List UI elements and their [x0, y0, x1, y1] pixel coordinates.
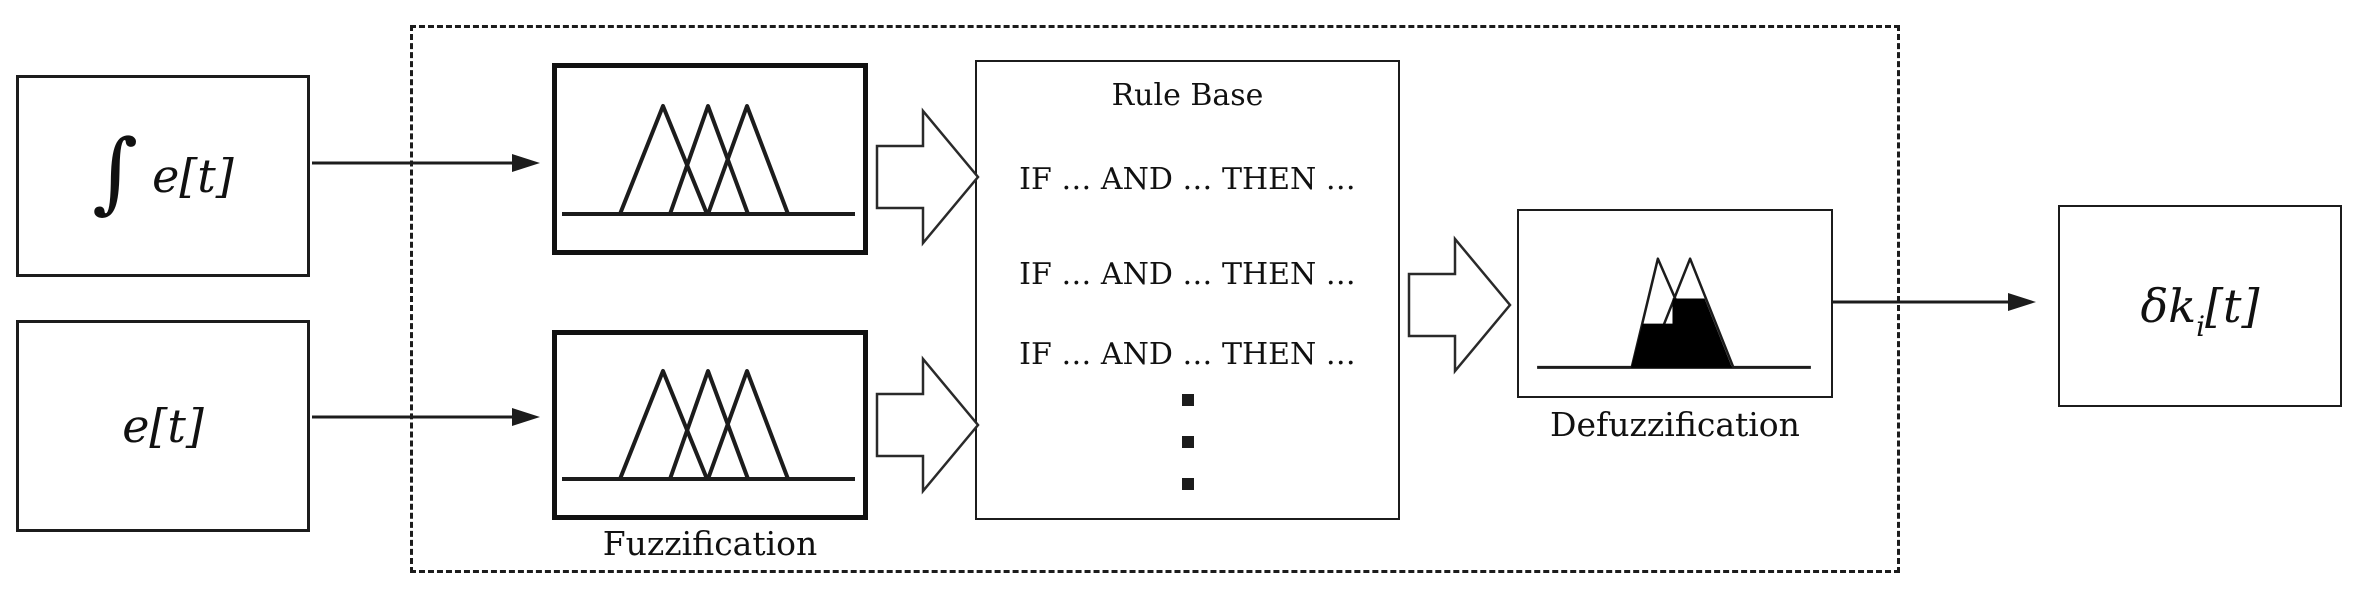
rule-line: IF … AND … THEN …: [1019, 257, 1356, 292]
membership-functions-plot-icon: [562, 104, 855, 216]
error-expression: e[t]: [122, 399, 204, 453]
rule-line: IF … AND … THEN …: [1019, 337, 1356, 372]
fuzzification-label: Fuzzification: [602, 524, 818, 563]
defuzzification-box: [1517, 209, 1833, 398]
rule-base-box: Rule Base IF … AND … THEN … IF … AND … T…: [975, 60, 1400, 520]
aggregated-output-plot-icon: [1537, 257, 1811, 369]
membership-functions-plot-icon: [562, 369, 855, 481]
output-expression: δki[t]: [2140, 279, 2260, 343]
fuzzification-box-bottom: [552, 330, 868, 520]
vertical-ellipsis-dot: [1181, 394, 1194, 406]
rule-line: IF … AND … THEN …: [1019, 162, 1356, 197]
integral-error-expression: e[t]: [152, 149, 234, 203]
defuzzification-label: Defuzzification: [1550, 405, 1800, 444]
rule-base-title: Rule Base: [1111, 78, 1264, 113]
vertical-ellipsis-dot: [1181, 436, 1194, 448]
output-subscript: i: [2196, 310, 2206, 343]
controller-dashed-boundary: [410, 25, 1900, 573]
vertical-ellipsis-dot: [1181, 478, 1194, 490]
input-error-box: e[t]: [16, 320, 310, 532]
output-delta-k-box: δki[t]: [2058, 205, 2342, 407]
fuzzification-box-top: [552, 63, 868, 255]
input-integral-error-box: ∫ e[t]: [16, 75, 310, 277]
